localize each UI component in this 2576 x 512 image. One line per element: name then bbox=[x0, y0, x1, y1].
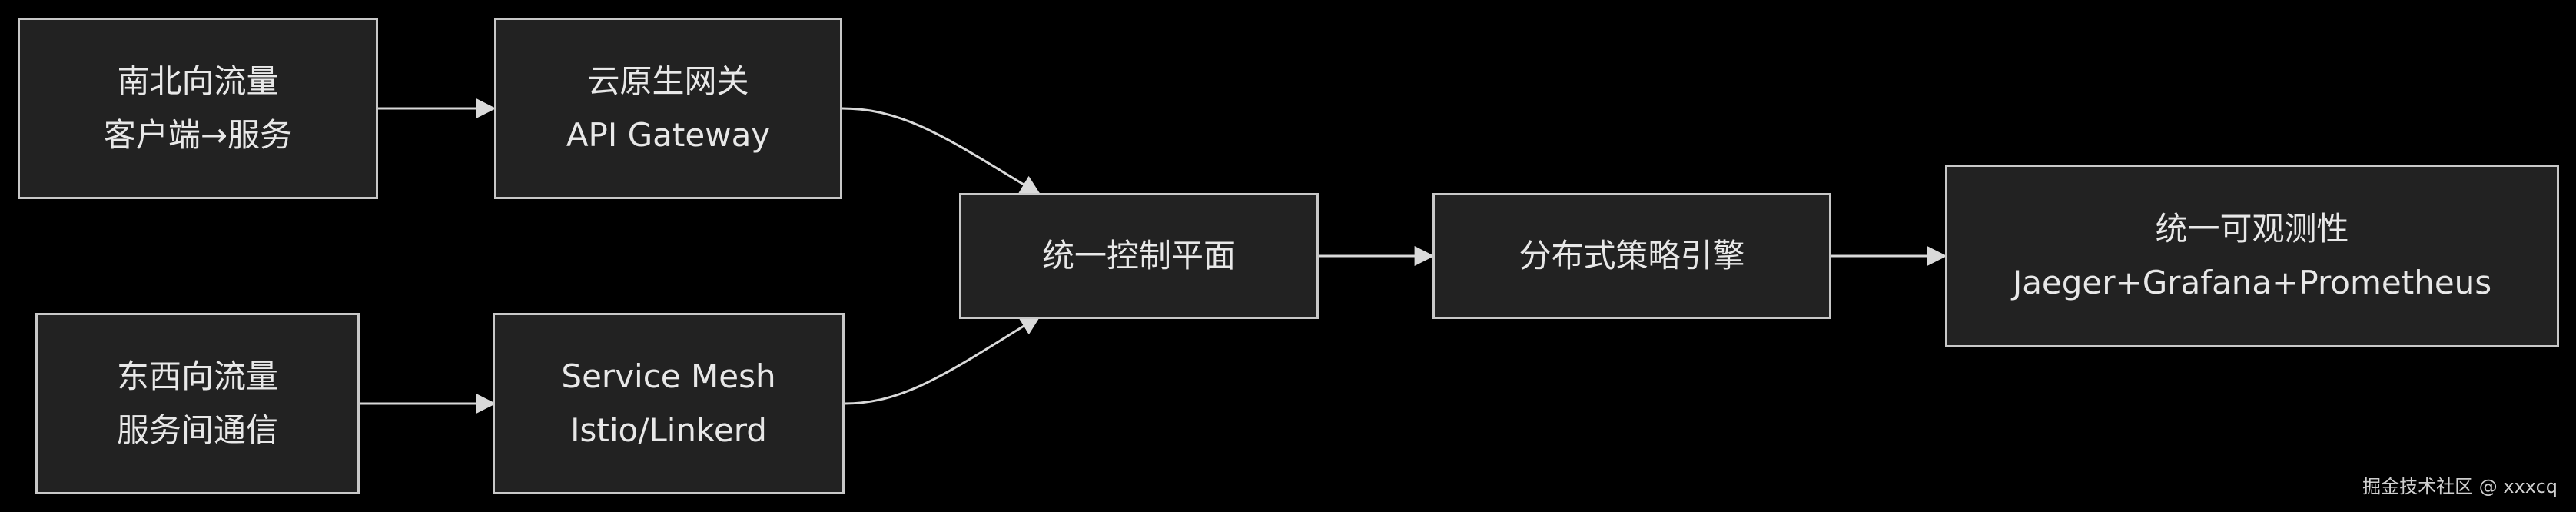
node-api-gateway: 云原生网关 API Gateway bbox=[494, 18, 842, 199]
node-east-west-subtitle: 服务间通信 bbox=[116, 411, 278, 449]
edge-gateway-to-control-plane bbox=[842, 107, 1041, 195]
node-east-west-title: 东西向流量 bbox=[116, 357, 278, 395]
node-service-mesh-subtitle: Istio/Linkerd bbox=[570, 411, 767, 449]
node-distributed-policy-engine: 分布式策略引擎 bbox=[1432, 193, 1831, 319]
node-api-gateway-title: 云原生网关 bbox=[587, 62, 749, 100]
node-api-gateway-subtitle: API Gateway bbox=[566, 116, 771, 154]
node-east-west-traffic: 东西向流量 服务间通信 bbox=[35, 313, 360, 494]
node-observability-subtitle: Jaeger+Grafana+Prometheus bbox=[2012, 264, 2492, 301]
node-north-south-traffic: 南北向流量 客户端→服务 bbox=[18, 18, 378, 199]
watermark-text: 掘金技术社区 @ xxxcq bbox=[2362, 476, 2558, 497]
node-service-mesh: Service Mesh Istio/Linkerd bbox=[493, 313, 845, 494]
node-north-south-subtitle: 客户端→服务 bbox=[103, 116, 293, 154]
node-unified-observability: 统一可观测性 Jaeger+Grafana+Prometheus bbox=[1945, 165, 2559, 347]
edge-mesh-to-control-plane bbox=[844, 315, 1041, 405]
node-policy-engine-title: 分布式策略引擎 bbox=[1519, 237, 1745, 274]
node-observability-title: 统一可观测性 bbox=[2155, 210, 2349, 248]
node-service-mesh-title: Service Mesh bbox=[561, 357, 776, 395]
node-unified-control-plane: 统一控制平面 bbox=[959, 193, 1319, 319]
node-north-south-title: 南北向流量 bbox=[117, 62, 279, 100]
node-control-plane-title: 统一控制平面 bbox=[1041, 237, 1236, 274]
